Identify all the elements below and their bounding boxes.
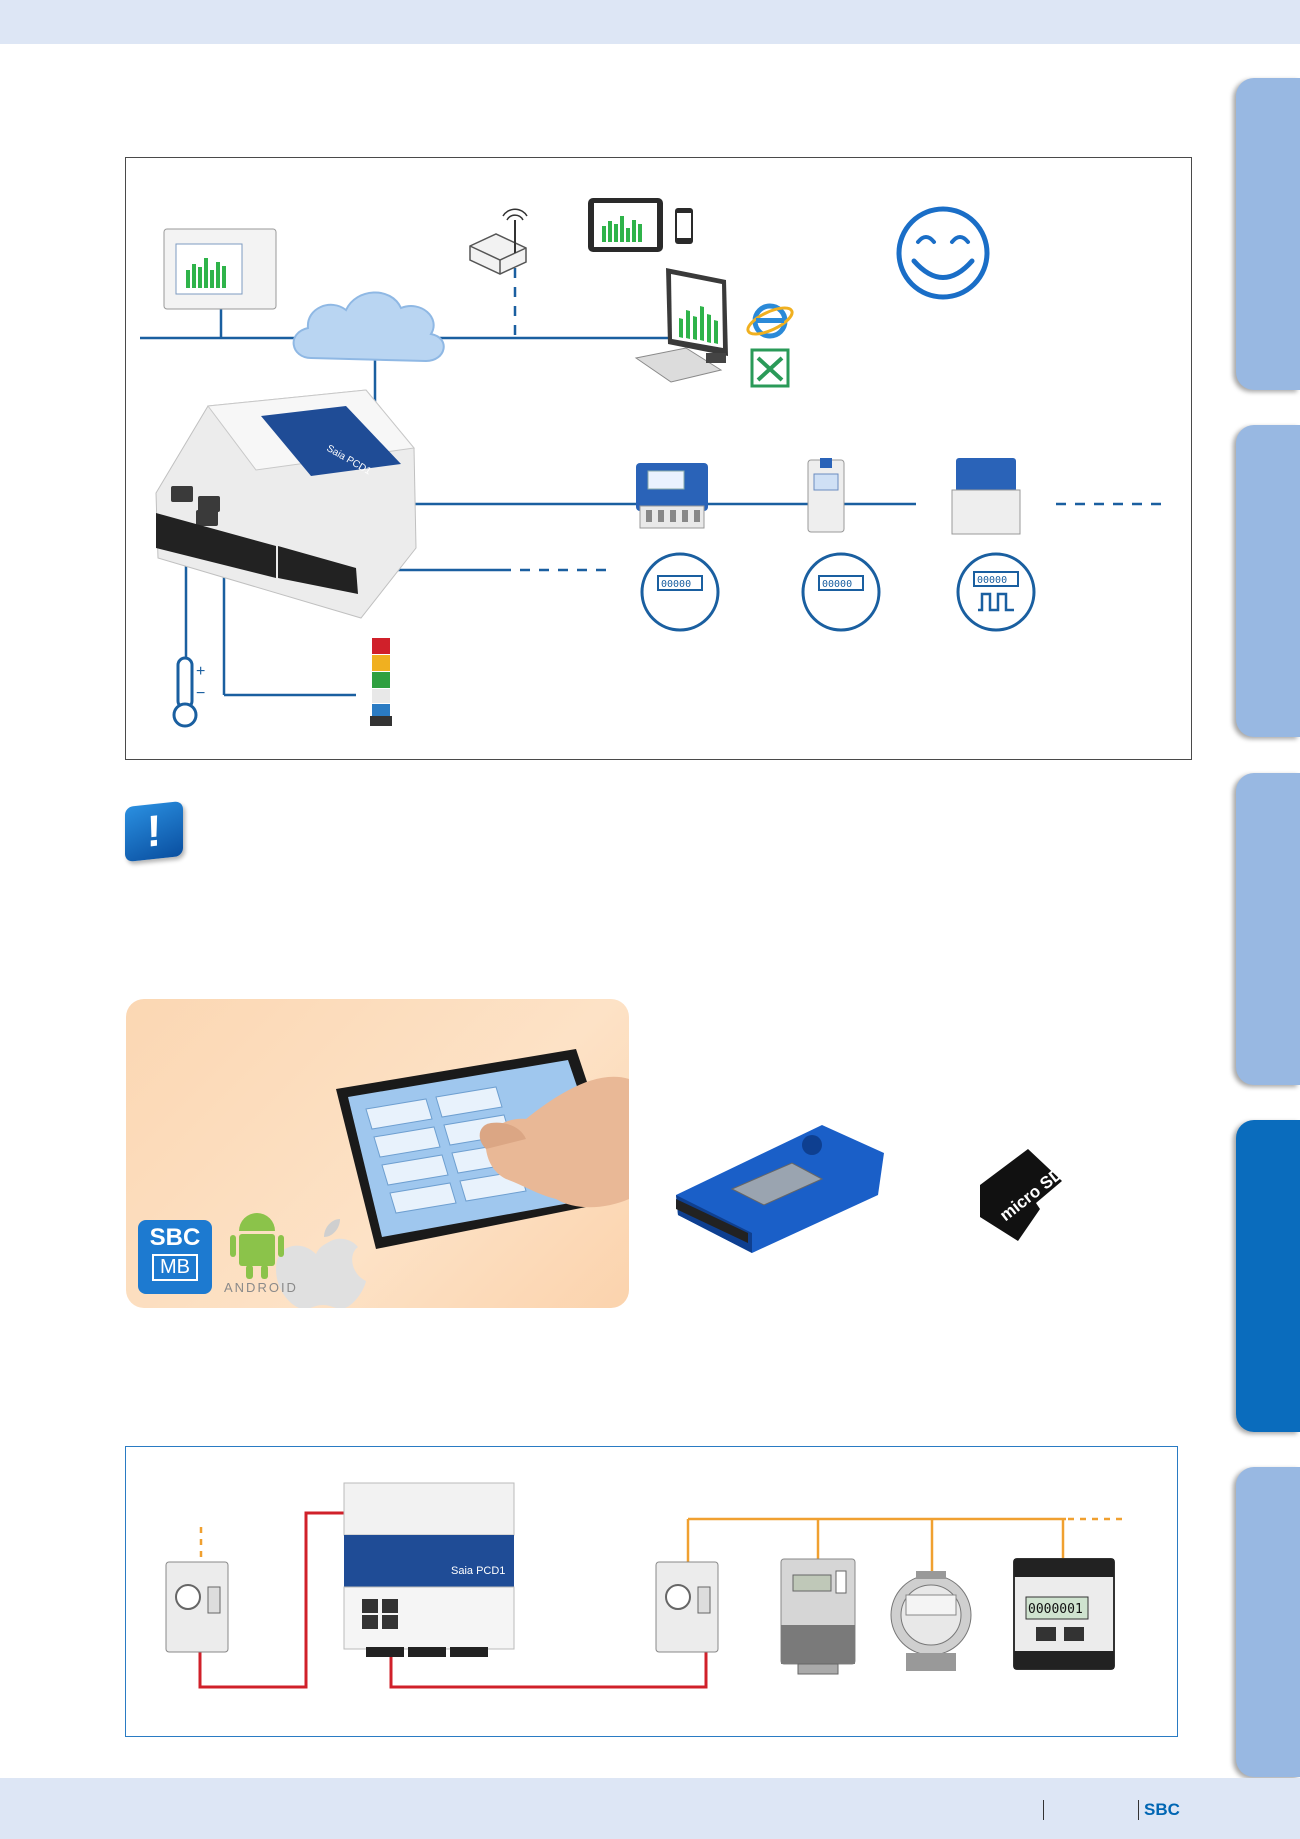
mbus-orange-dashed [199,1517,1124,1562]
thermometer-minus: − [196,685,205,702]
footer-separator-2 [1138,1800,1139,1820]
side-tab-1[interactable] [1236,78,1300,390]
android-wordmark: ANDROID [224,1280,298,1295]
mbus-diagram: Saia PCD1 [125,1446,1178,1737]
level-converter-left [165,1561,229,1653]
signal-tower-icon [370,638,392,726]
pulse-counter-module [951,458,1021,535]
thermometer-icon: + − [172,656,205,728]
side-tab-2[interactable] [1236,425,1300,737]
android-icon [230,1213,284,1279]
cloud-icon [292,291,445,363]
saia-pcd1-controller: Saia PCD1 [155,389,417,619]
sbc-badge-bottom: MB [152,1254,198,1281]
meter-dial-1-digits: 00000 [661,579,691,590]
meter-dial-3-digits: 00000 [977,575,1007,586]
meter-dial-2-digits: 00000 [822,579,852,590]
saia-pcd1-controller-2: Saia PCD1 [343,1482,515,1657]
tablet-icon [588,198,663,252]
diagram-svg: Saia PCD1 [140,198,1166,728]
footer-bar [0,1778,1300,1839]
mbus-orange-lines [686,1517,1066,1571]
hand-illustration [479,1076,629,1208]
energy-monitoring-diagram: Saia PCD1 [125,157,1192,760]
side-tab-5[interactable] [1236,1467,1300,1777]
level-converter-right [655,1561,719,1653]
meter-dial-2: 00000 [801,552,881,632]
desktop-pc-icon [634,268,728,383]
sbc-micro-browser-badge: SBC MB [138,1220,212,1294]
energy-meter-2 [807,458,845,533]
header-bar [0,0,1300,44]
sbc-badge-top: SBC [149,1224,201,1251]
tablet-illustration [230,1049,629,1308]
router-icon [469,208,528,275]
mobile-app-panel: SBC MB ANDROID [126,999,629,1308]
exclamation-icon: ! [125,800,183,863]
thermometer-plus: + [196,663,205,680]
footer-brand: SBC [1144,1800,1180,1819]
apple-icon [276,1219,366,1308]
electricity-meter-lcd: 0000001 [1028,1602,1083,1617]
side-tab-4[interactable] [1236,1120,1300,1432]
meter-dial-1: 00000 [640,552,720,632]
gas-meter [890,1571,972,1671]
heat-meter [780,1558,856,1675]
microsd-card: micro SD [980,1149,1067,1241]
meter-dial-3: 00000 [956,552,1036,632]
touch-panel [163,228,277,310]
energy-meter-1 [636,463,708,529]
controller-2-label: Saia PCD1 [451,1565,505,1577]
side-tab-3[interactable] [1236,773,1300,1085]
network-dashed-lines [501,268,1166,572]
flash-memory-module [676,1125,884,1253]
excel-icon [750,348,790,388]
internet-explorer-icon [746,303,794,339]
footer-separator-1 [1043,1800,1044,1820]
mbus-red-lines [198,1511,708,1689]
smiley-icon [896,206,990,300]
mbus-diagram-svg: Saia PCD1 [165,1482,1124,1689]
smartphone-icon [675,208,693,244]
electricity-meter: 0000001 [1013,1558,1115,1670]
